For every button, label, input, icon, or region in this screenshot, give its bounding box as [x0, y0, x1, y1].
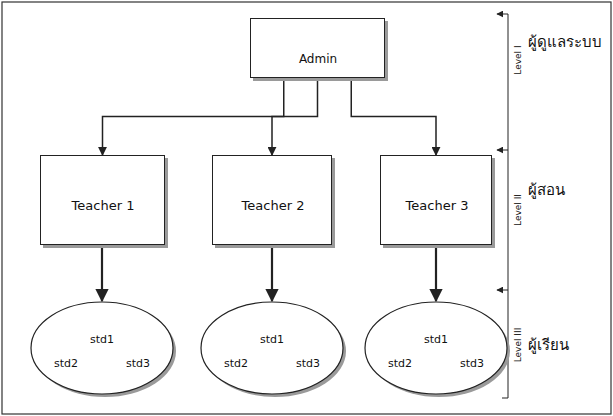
tier-label: ผู้ดูแลระบบ — [528, 34, 602, 51]
level-label: Level III — [514, 328, 524, 363]
teacher-box: Teacher 2 — [212, 155, 332, 245]
node-text: Teacher 1 — [72, 199, 135, 213]
level-arrow — [497, 14, 508, 15]
node-text: std1 — [424, 334, 448, 346]
node-text: Teacher 2 — [242, 199, 305, 213]
node-text: std2 — [388, 358, 412, 370]
connector-arrow — [101, 245, 103, 301]
ellipse-outline — [200, 301, 348, 399]
connector-arrow — [351, 78, 436, 155]
node-text: Admin — [299, 53, 337, 66]
ellipse-outline — [30, 301, 178, 399]
connector-arrow — [272, 78, 318, 155]
student-group-ellipse: std1 std2 std3 — [364, 301, 508, 395]
teacher-box: Teacher 1 — [40, 155, 165, 245]
admin-box: Admin — [250, 18, 385, 78]
node-text: std3 — [460, 358, 484, 370]
ellipse-outline — [364, 301, 512, 399]
node-text: std3 — [296, 358, 320, 370]
level-label: Level I — [514, 45, 524, 74]
ellipse-border — [365, 302, 507, 394]
connector-arrow — [271, 245, 273, 301]
node-text: std2 — [224, 358, 248, 370]
node-text: std1 — [260, 334, 284, 346]
node-text: Teacher 3 — [406, 199, 469, 213]
node-text: std1 — [90, 334, 114, 346]
student-group-ellipse: std1 std2 std3 — [200, 301, 344, 395]
tier-label: ผู้สอน — [528, 182, 565, 199]
student-group-ellipse: std1 std2 std3 — [30, 301, 174, 395]
level-arrow — [497, 150, 508, 151]
tier-label: ผู้เรียน — [528, 337, 569, 354]
connector-arrow — [103, 78, 284, 155]
node-text: std2 — [54, 358, 78, 370]
ellipse-border — [31, 302, 173, 394]
connector-arrow — [435, 245, 437, 301]
node-text: std3 — [126, 358, 150, 370]
ellipse-border — [201, 302, 343, 394]
level-label: Level II — [514, 194, 524, 226]
level-tick — [502, 398, 508, 399]
teacher-box: Teacher 3 — [380, 155, 492, 245]
level-arrow — [497, 290, 508, 291]
